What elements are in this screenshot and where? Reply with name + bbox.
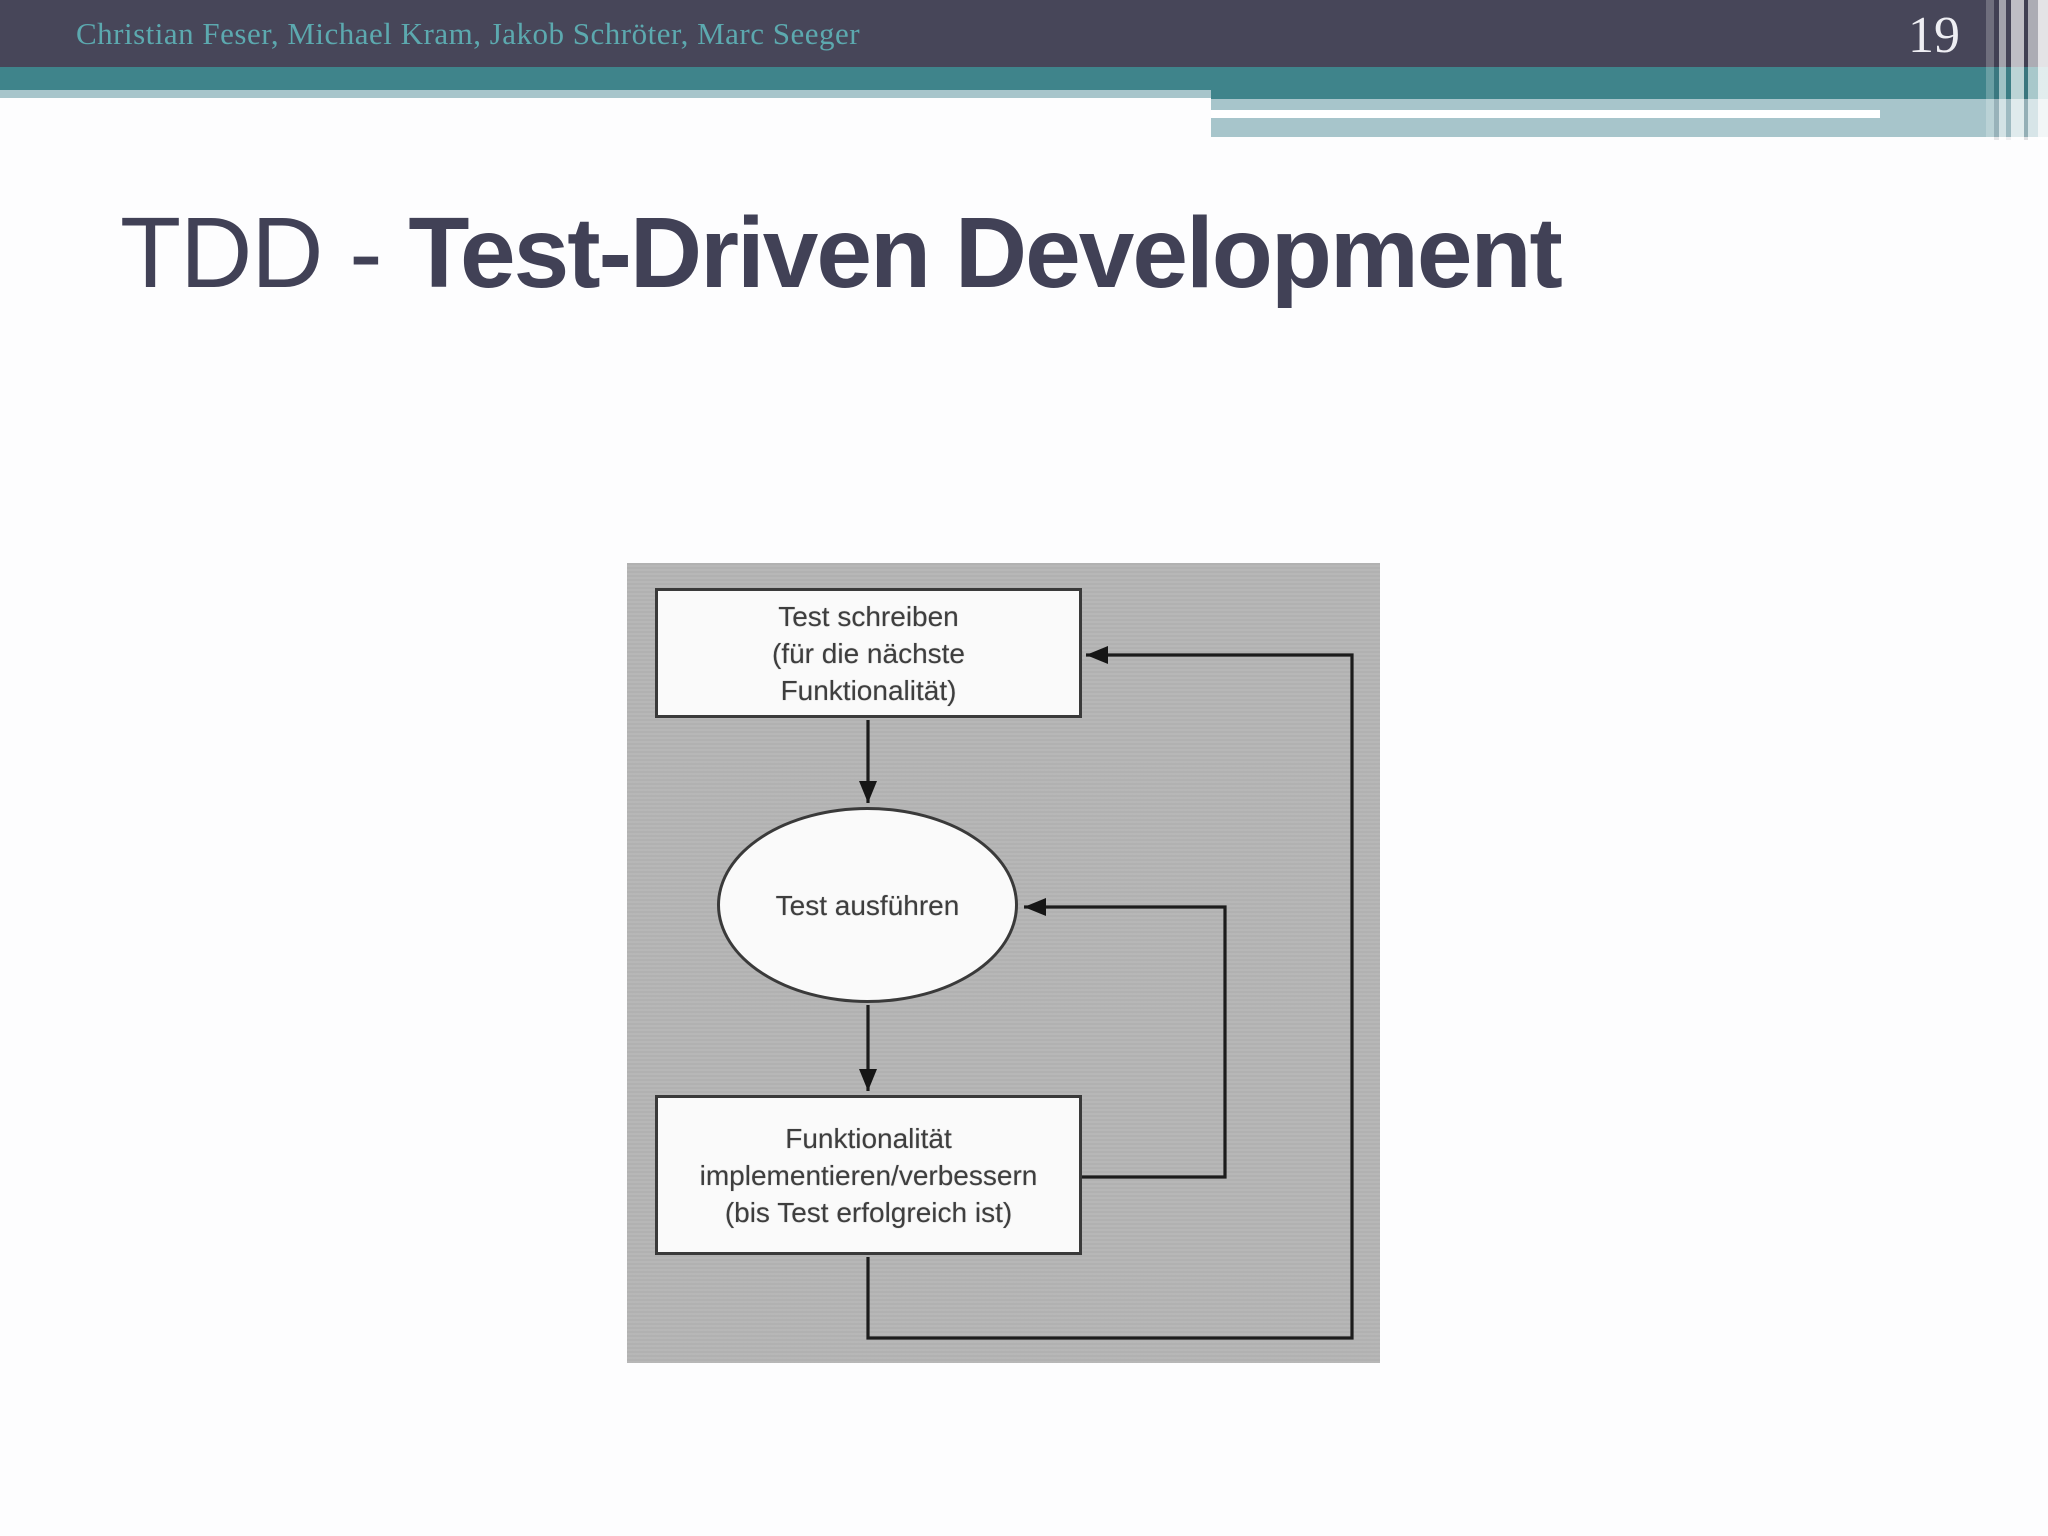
corner-stripes-decoration (1986, 0, 2048, 140)
white-stripe (1211, 110, 1880, 118)
header-bar: Christian Feser, Michael Kram, Jakob Sch… (0, 0, 2048, 67)
arrow-implement-to-write-loop (866, 646, 1354, 1340)
node-write-test-line: (für die nächste (772, 637, 965, 669)
light-blue-band-right (1211, 99, 2048, 137)
authors-text: Christian Feser, Michael Kram, Jakob Sch… (76, 16, 861, 51)
node-run-test: Test ausführen (717, 807, 1018, 1003)
slide-title: TDD - Test-Driven Development (120, 196, 1563, 311)
node-write-test: Test schreiben (für die nächste Funktion… (655, 588, 1082, 718)
node-implement-line: (bis Test erfolgreich ist) (724, 1196, 1013, 1228)
node-write-test-line: Funktionalität) (780, 674, 957, 706)
node-run-test-label: Test ausführen (775, 889, 960, 921)
diagram-connectors (859, 646, 1354, 1340)
title-emphasis: Test-Driven Development (408, 197, 1562, 309)
tdd-cycle-diagram: Test schreiben (für die nächste Funktion… (627, 563, 1380, 1363)
node-implement-line: implementieren/verbessern (699, 1159, 1038, 1191)
title-prefix: TDD - (120, 197, 409, 309)
node-implement-functionality: Funktionalität implementieren/verbessern… (655, 1095, 1082, 1255)
teal-band-right-extension (1211, 90, 2048, 99)
arrow-implement-to-run-loop (1024, 898, 1227, 1179)
teal-band (0, 67, 2048, 90)
node-implement-line: Funktionalität (785, 1122, 952, 1154)
node-write-test-line: Test schreiben (778, 600, 959, 632)
light-blue-band-left (0, 90, 1211, 98)
page-number: 19 (1908, 7, 1960, 64)
